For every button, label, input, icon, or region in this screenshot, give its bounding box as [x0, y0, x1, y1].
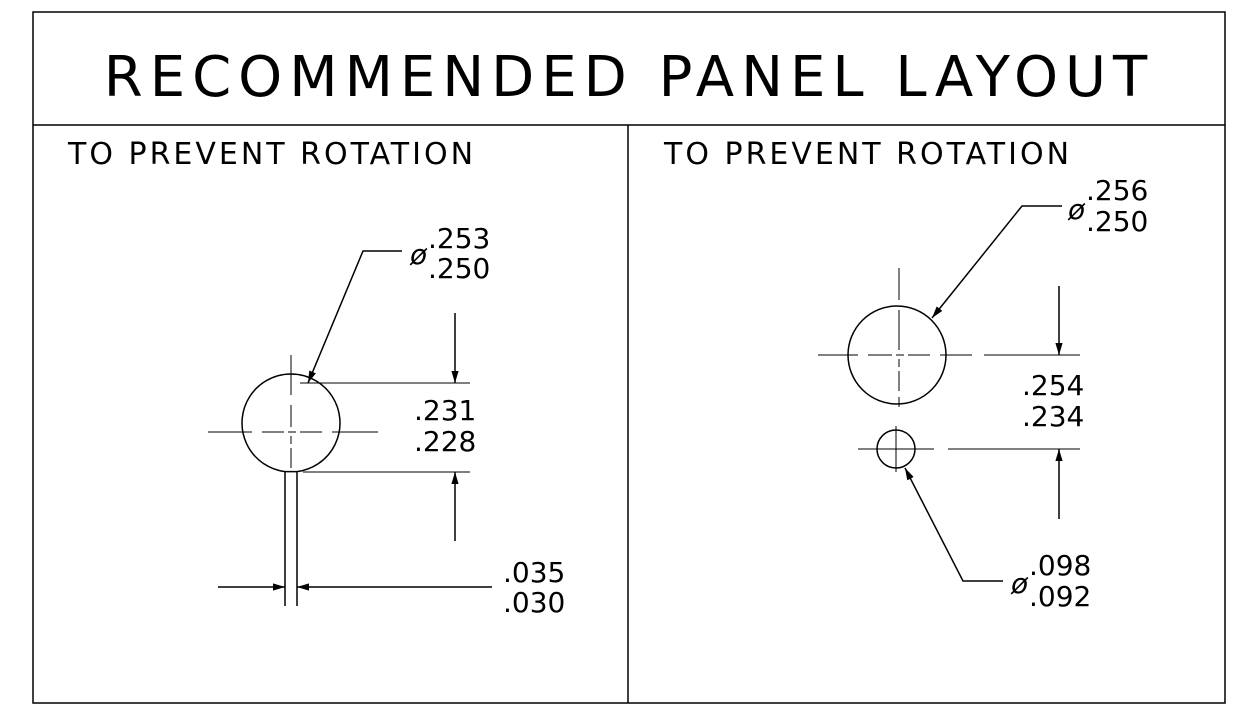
drawing-title: RECOMMENDED PANEL LAYOUT [104, 45, 1154, 110]
left-diameter-symbol: ø [409, 238, 428, 271]
left-diameter-lower: .250 [428, 252, 490, 285]
right-diameter-leader [931, 205, 1062, 319]
left-panel: TO PREVENT ROTATION ø .253 .250 .231 .22… [67, 137, 565, 619]
left-diameter-leader [307, 250, 402, 384]
right-panel: TO PREVENT ROTATION .254 .234 [663, 137, 1148, 613]
right-pin-diameter-lower: .092 [1029, 580, 1091, 613]
right-diameter-upper: .256 [1086, 174, 1148, 207]
right-small-hole [876, 429, 916, 469]
right-distance-upper: .254 [1022, 369, 1084, 402]
right-pin-diameter-leader [904, 467, 1003, 582]
left-centerlines [208, 355, 378, 468]
left-slot-upper: .035 [503, 556, 565, 589]
right-pin-diameter-upper: .098 [1029, 549, 1091, 582]
right-pin-diameter-symbol: ø [1010, 567, 1029, 600]
right-diameter-symbol: ø [1067, 193, 1086, 226]
right-diameter-lower: .250 [1086, 205, 1148, 238]
left-slot-lower: .030 [503, 586, 565, 619]
right-panel-heading: TO PREVENT ROTATION [663, 137, 1072, 172]
right-small-centerlines [858, 426, 934, 472]
right-large-hole [847, 305, 947, 405]
left-depth-lower: .228 [414, 425, 476, 458]
left-diameter-upper: .253 [428, 222, 490, 255]
left-panel-heading: TO PREVENT ROTATION [67, 137, 476, 172]
left-depth-upper: .231 [414, 394, 476, 427]
right-large-centerlines [818, 268, 972, 407]
drawing-frame [32, 11, 1226, 704]
right-distance-lower: .234 [1022, 400, 1084, 433]
